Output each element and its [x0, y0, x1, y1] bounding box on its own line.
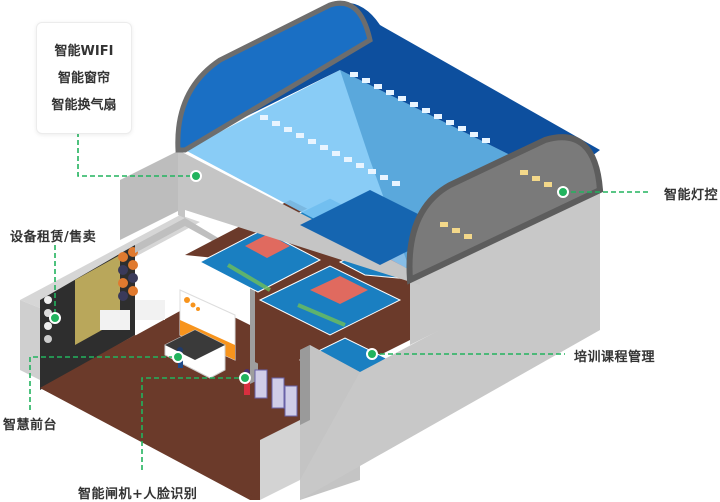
callout-wifi: 智能WIFI: [54, 44, 114, 59]
connectors: [29, 132, 650, 470]
roof-arch-front: [175, 0, 373, 153]
dot-equipment: [49, 312, 61, 324]
label-front-desk: 智慧前台: [3, 418, 58, 433]
connector-front-desk: [29, 356, 178, 410]
warm-lights: [440, 170, 552, 239]
connector-smart-env: [77, 132, 196, 177]
dot-front-desk: [172, 351, 184, 363]
roof-arch-back: [406, 134, 604, 285]
label-training: 培训课程管理: [574, 350, 656, 365]
ceiling-lights: [260, 72, 490, 186]
clothes-rack: [100, 310, 130, 330]
connector-dots: [49, 170, 569, 384]
right-wall-side: [410, 190, 600, 345]
label-lighting: 智能灯控: [664, 188, 719, 203]
sports-balls: [44, 247, 138, 343]
smart-env-callout: 智能WIFI 智能窗帘 智能换气扇: [36, 22, 132, 134]
turnstiles: [254, 369, 298, 417]
label-gate: 智能闸机+人脸识别: [78, 487, 198, 502]
clothes-rack-2: [135, 300, 165, 320]
dot-lighting: [557, 186, 569, 198]
callout-curtain: 智能窗帘: [57, 71, 110, 86]
dot-training: [366, 348, 378, 360]
label-equipment: 设备租赁/售卖: [10, 230, 97, 245]
right-wall: [300, 245, 600, 500]
callout-fan: 智能换气扇: [51, 98, 117, 113]
connector-gate: [141, 377, 245, 470]
dot-gate: [239, 372, 251, 384]
lobby-back-wall: [120, 150, 180, 240]
inner-partition-face: [300, 345, 310, 425]
left-outer-wall: [20, 300, 40, 380]
front-lobby-wall: [260, 420, 300, 500]
dot-smart-env: [190, 170, 202, 182]
